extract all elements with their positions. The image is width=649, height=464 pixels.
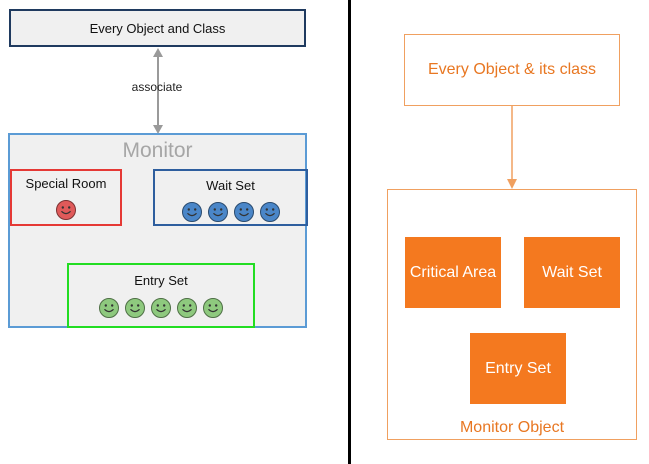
entry-set-label: Entry Set <box>134 273 188 288</box>
smiley-face-icon <box>177 298 197 318</box>
monitor-object-box: Critical Area Wait Set Entry Set Monitor… <box>387 189 637 440</box>
entry-set-box-right: Entry Set <box>470 333 566 404</box>
smiley-face-icon <box>125 298 145 318</box>
smiley-face-icon <box>207 202 228 222</box>
monitor-box: Monitor Special Room Wait Set Entry Set <box>8 133 308 328</box>
special-room-label: Special Room <box>25 176 107 191</box>
entry-set-faces <box>69 297 253 319</box>
object-class-box: Every Object and Class <box>9 9 306 47</box>
wait-set-box-right: Wait Set <box>524 237 620 308</box>
object-class-label-right: Every Object & its class <box>427 61 597 78</box>
special-room-box: Special Room <box>10 169 122 226</box>
smiley-face-icon <box>181 202 202 222</box>
smiley-face-icon <box>99 298 119 318</box>
divider-line <box>348 0 351 464</box>
smiley-face-icon <box>259 202 280 222</box>
wait-set-box: Wait Set <box>153 169 308 226</box>
smiley-face-icon <box>203 298 223 318</box>
special-room-faces <box>12 199 120 221</box>
monitor-object-label: Monitor Object <box>459 419 565 436</box>
entry-set-label-right: Entry Set <box>485 359 551 377</box>
wait-set-faces <box>155 201 306 223</box>
object-class-box-right: Every Object & its class <box>404 34 620 106</box>
entry-set-box: Entry Set <box>67 263 255 328</box>
critical-area-box: Critical Area <box>405 237 501 308</box>
smiley-face-icon <box>56 200 76 220</box>
associate-label: associate <box>131 80 183 94</box>
object-class-label: Every Object and Class <box>89 20 226 36</box>
smiley-face-icon <box>233 202 254 222</box>
critical-area-label: Critical Area <box>409 263 497 281</box>
wait-set-label-right: Wait Set <box>542 263 602 281</box>
wait-set-label: Wait Set <box>206 178 255 193</box>
flow-arrow <box>507 106 517 189</box>
monitor-title: Monitor <box>122 139 193 162</box>
associate-arrow <box>153 48 163 134</box>
smiley-face-icon <box>151 298 171 318</box>
